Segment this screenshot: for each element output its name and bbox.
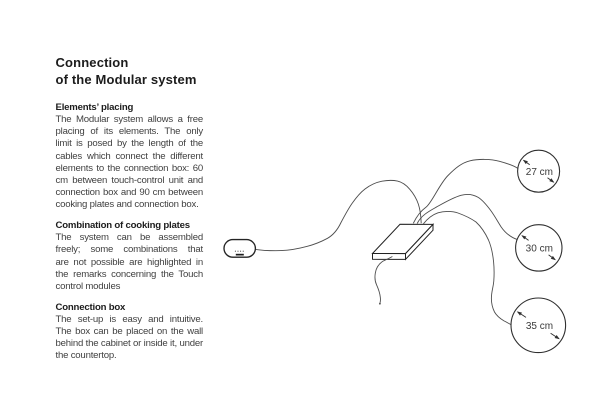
svg-text:30 cm: 30 cm (526, 244, 553, 255)
svg-text:27 cm: 27 cm (526, 167, 553, 178)
svg-text:35 cm: 35 cm (526, 321, 553, 332)
